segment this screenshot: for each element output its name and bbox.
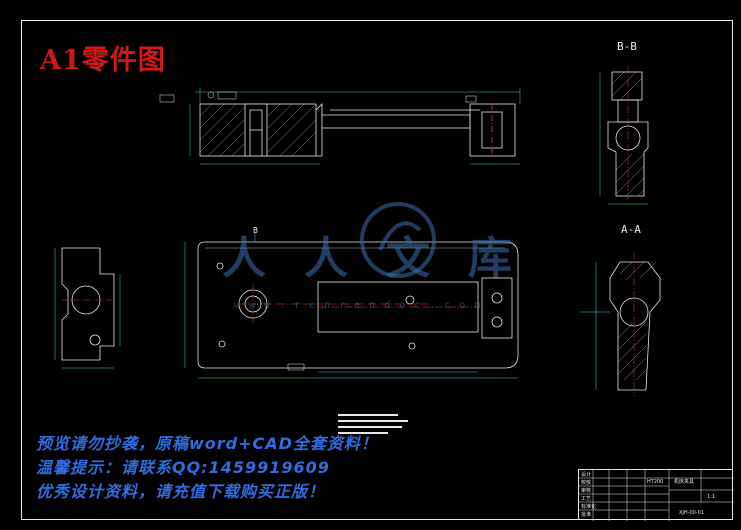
section-bb-upper [611,71,643,101]
title-block-label-standard: 标准化 [581,504,597,510]
title-block-label-review: 审核 [581,488,592,494]
side-view-outline [61,247,115,361]
watermark-name: 人人文库 [222,233,550,284]
title-block-grid [579,470,734,521]
title-block-material: HT200 [647,479,664,485]
title-block-label-approve: 批准 [581,512,592,518]
watermark-url: www.renrendoc.com [234,300,490,311]
section-aa-outline [609,261,661,391]
title-block-label-design: 设计 [581,472,592,478]
front-view-hatch [199,103,317,157]
title-block-label-process: 工艺 [581,496,592,502]
title-block: 设计 校核 审核 工艺 标准化 批准 HT200 机床夹具 1:1 XJH-00… [578,469,734,521]
title-block-label-check: 校核 [581,480,592,486]
section-aa-label: A-A [621,223,641,236]
title-block-drawing-no: XJH-00-01 [679,510,704,516]
title-block-scale: 1:1 [707,494,716,500]
title-block-part-name: 机床夹具 [674,479,695,485]
notice-line-2: 温馨提示：请联系QQ:1459919609 [36,458,330,477]
watermark-logo [360,202,436,278]
notice-line-3: 优秀设计资料，请充值下载购买正版！ [36,482,326,501]
plan-view [184,232,519,379]
plan-view-outline [197,241,519,369]
side-view [54,247,121,369]
notice-line-1: 预览请勿抄袭，原稿word+CAD全套资料！ [36,434,378,453]
section-bb-view [599,66,649,205]
drawing-title: A1零件图 [40,45,166,76]
section-marker-b: B [253,226,258,235]
front-view-arm [315,103,471,157]
technical-notes [338,414,408,434]
drawing-frame [21,20,733,520]
section-bb-lower [607,121,649,197]
front-view-tail [469,103,516,157]
front-view [159,88,521,165]
section-bb-label: B-B [617,40,637,53]
section-aa-view [580,252,661,396]
